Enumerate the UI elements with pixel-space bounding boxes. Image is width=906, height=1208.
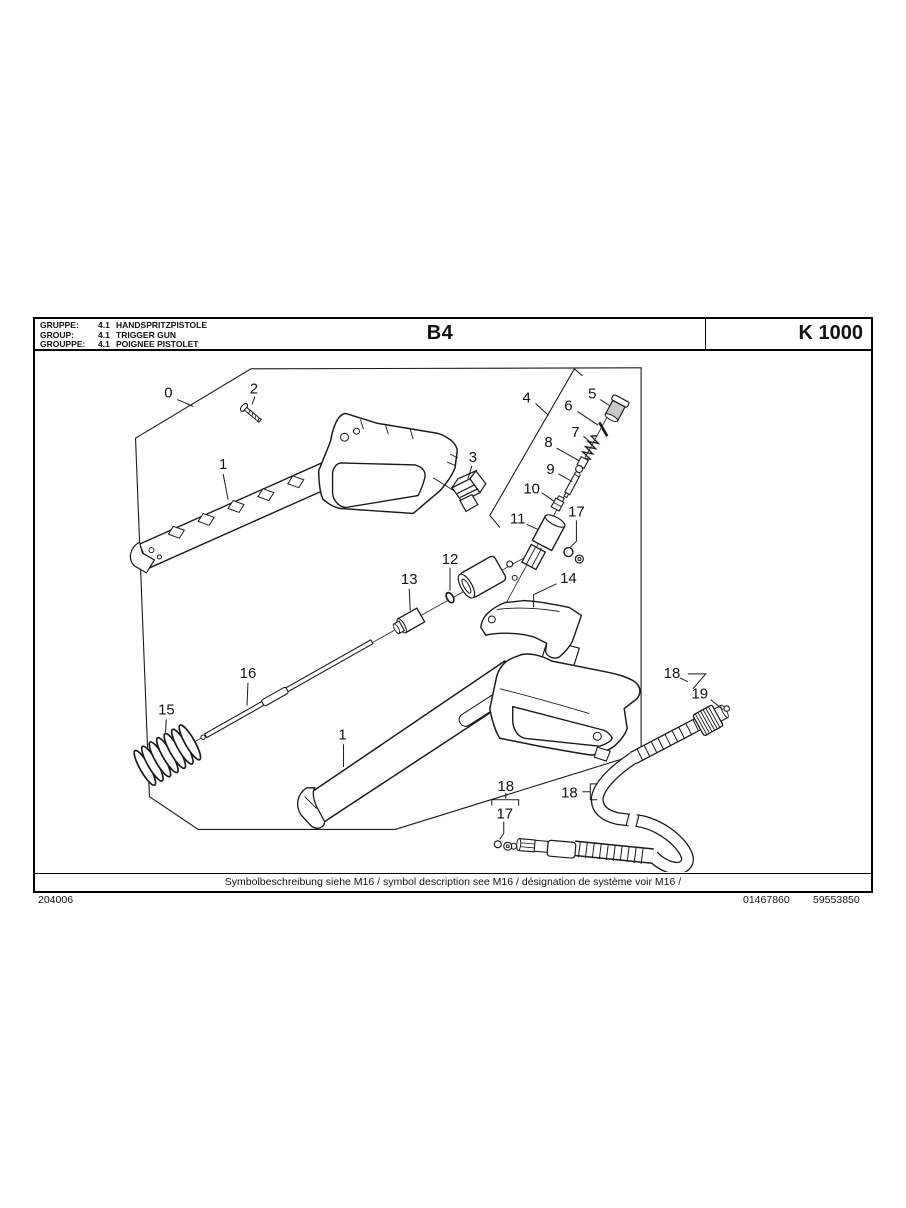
callout-leader-lines	[164, 396, 724, 840]
callout-18-a: 18	[664, 666, 681, 682]
housing-lower-shape	[296, 653, 641, 829]
callout-15: 15	[158, 703, 175, 719]
group-name-de: HANDSPRITZPISTOLE	[116, 320, 207, 330]
cap-shape	[604, 394, 630, 423]
group-label-de: GRUPPE:	[40, 320, 79, 330]
callout-numbers: 0 2 1 3 4 5 6 7 8 9 10 17 11 12 13 14 15…	[158, 382, 708, 823]
hose-shape	[510, 714, 709, 875]
callout-12: 12	[442, 552, 459, 568]
valve-pin-shape	[598, 421, 609, 437]
valve-group-bracket	[489, 367, 583, 528]
callout-13: 13	[401, 572, 418, 588]
sleeve-cylinder-shape	[457, 555, 507, 599]
model-name: K 1000	[798, 322, 864, 344]
callout-6: 6	[564, 398, 572, 414]
piston-pin-shape	[563, 471, 581, 499]
group-label-en: GROUP:	[40, 329, 74, 340]
callout-8: 8	[544, 435, 552, 451]
callout-4: 4	[522, 391, 530, 407]
callout-19: 19	[692, 687, 709, 703]
group-code-de: 4.1	[98, 320, 110, 330]
valve-body-shape	[531, 514, 566, 552]
callout-17-upper: 17	[568, 504, 585, 520]
callout-17-bottom: 17	[496, 807, 513, 823]
valve-hex-shape	[521, 543, 547, 571]
callout-7: 7	[571, 425, 579, 441]
spring-small-shape	[580, 435, 601, 460]
group-name-en: TRIGGER GUN	[116, 329, 176, 340]
callout-5: 5	[588, 387, 596, 403]
callout-2: 2	[250, 382, 258, 398]
document-numbers-row: 204006 01467860 59553850	[0, 894, 906, 910]
callout-18-c: 18	[497, 779, 514, 795]
detent-ball-shape	[511, 574, 518, 581]
callout-14: 14	[560, 571, 577, 587]
ref-number-right: 59553850	[813, 894, 860, 906]
callout-10: 10	[523, 482, 540, 498]
symbol-note-text: Symbolbeschreibung siehe M16 / symbol de…	[224, 876, 682, 888]
group-name-fr: POIGNEE PISTOLET	[116, 339, 199, 349]
exploded-view-drawing: 0 2 1 3 4 5 6 7 8 9 10 17 11 12 13 14 15…	[129, 367, 731, 875]
main-spring-shape	[133, 724, 202, 787]
ref-number-left: 01467860	[743, 894, 790, 906]
header-bar: GRUPPE: 4.1 HANDSPRITZPISTOLE GROUP: 4.1…	[35, 319, 871, 351]
callout-11: 11	[510, 511, 525, 527]
callout-9: 9	[546, 462, 554, 478]
small-ring-shape	[506, 560, 514, 568]
group-label-fr: GROUPPE:	[40, 339, 86, 349]
push-rod-shape	[200, 639, 374, 740]
housing-upper-shape	[129, 412, 459, 574]
assembly-boundary-outline	[134, 367, 642, 830]
screw-shape	[239, 403, 262, 423]
diagram-frame: GRUPPE: 4.1 HANDSPRITZPISTOLE GROUP: 4.1…	[33, 317, 873, 893]
model-cell: K 1000	[705, 319, 871, 349]
gland-nut-shape	[392, 607, 426, 635]
symbol-note-bar: Symbolbeschreibung siehe M16 / symbol de…	[35, 873, 871, 891]
callout-18-b: 18	[561, 786, 578, 802]
callout-1-lower: 1	[338, 727, 346, 743]
o-ring-upper-2	[574, 554, 584, 564]
coupling-nut-shape	[692, 704, 729, 737]
o-ring-12-shape	[445, 591, 455, 604]
o-ring-bottom-2	[503, 841, 513, 851]
trigger-shape	[480, 599, 583, 668]
doc-number: 204006	[38, 894, 74, 906]
exploded-view-area: 0 2 1 3 4 5 6 7 8 9 10 17 11 12 13 14 15…	[35, 351, 871, 875]
sheet-code: B4	[426, 322, 454, 344]
o-ring-bottom-1	[493, 840, 502, 849]
callout-0: 0	[164, 386, 172, 402]
clip-shape	[450, 469, 487, 513]
callout-1-upper: 1	[219, 457, 227, 473]
group-code-en: 4.1	[98, 329, 110, 340]
group-code-fr: 4.1	[98, 339, 110, 349]
callout-16: 16	[240, 666, 257, 682]
o-ring-upper-1	[563, 546, 574, 558]
callout-3: 3	[469, 450, 477, 466]
group-title-table: GRUPPE: 4.1 HANDSPRITZPISTOLE GROUP: 4.1…	[40, 320, 207, 350]
coupling-o-ring-shape	[723, 705, 731, 712]
